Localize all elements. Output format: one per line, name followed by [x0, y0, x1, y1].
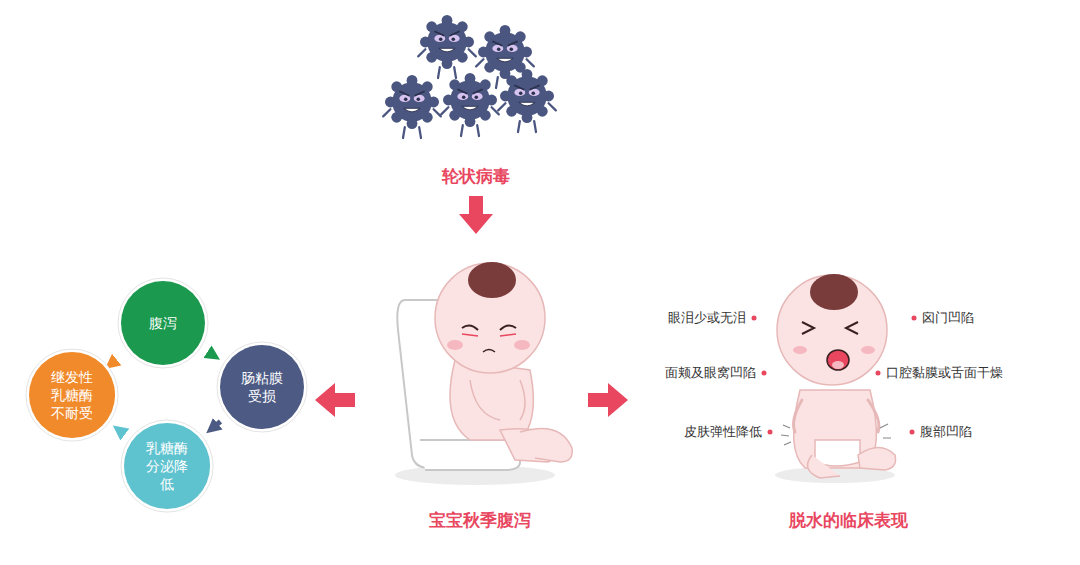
- baby-on-potty: [395, 262, 572, 485]
- dehydrated-baby: [775, 274, 896, 483]
- circle-label: 肠粘膜受损: [240, 369, 284, 405]
- symptom-label: 皮肤弹性降低: [684, 423, 762, 441]
- cycle-circle: 乳糖酶分泌降低: [124, 423, 210, 509]
- cycle-arrow: [215, 422, 220, 426]
- circle-label: 乳糖酶分泌降低: [145, 439, 189, 494]
- circle-label: 腹泻: [141, 314, 185, 332]
- circle-label: 继发性乳糖酶不耐受: [50, 368, 94, 423]
- cycle-arrow: [208, 352, 210, 353]
- cycle-arrow: [112, 358, 118, 364]
- cycle-arrow: [120, 430, 125, 435]
- caption-label: 宝宝秋季腹泻: [429, 509, 531, 532]
- symptom-label: 囟门凹陷: [922, 309, 974, 327]
- cycle-circle: 肠粘膜受损: [220, 345, 304, 429]
- symptom-label: 面颊及眼窝凹陷: [665, 364, 756, 382]
- symptom-label: 眼泪少或无泪: [668, 309, 746, 327]
- caption-label: 脱水的临床表现: [789, 509, 908, 532]
- symptom-label: 腹部凹陷: [920, 423, 972, 441]
- symptom-label: 口腔黏膜或舌面干燥: [886, 364, 1003, 382]
- caption-label: 轮状病毒: [442, 165, 510, 188]
- cycle-circle: 继发性乳糖酶不耐受: [29, 352, 115, 438]
- circle-outline: [220, 345, 304, 429]
- cycle-circle: 腹泻: [121, 281, 205, 365]
